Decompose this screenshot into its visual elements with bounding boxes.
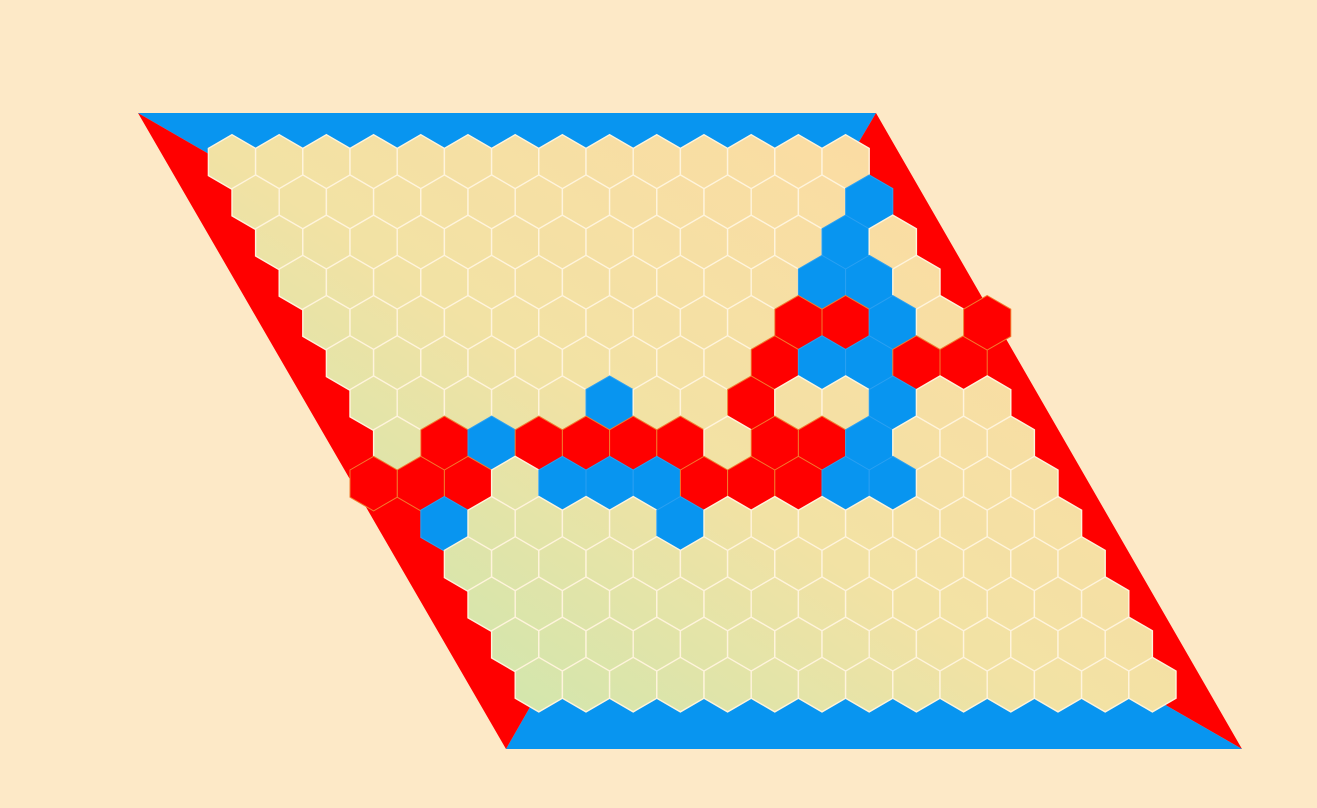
- hex-cell-red-stone: [349, 455, 398, 512]
- hex-cell-grid: [207, 133, 1177, 713]
- hex-cell-empty[interactable]: [1128, 656, 1177, 713]
- hex-cell-red-stone: [963, 294, 1012, 351]
